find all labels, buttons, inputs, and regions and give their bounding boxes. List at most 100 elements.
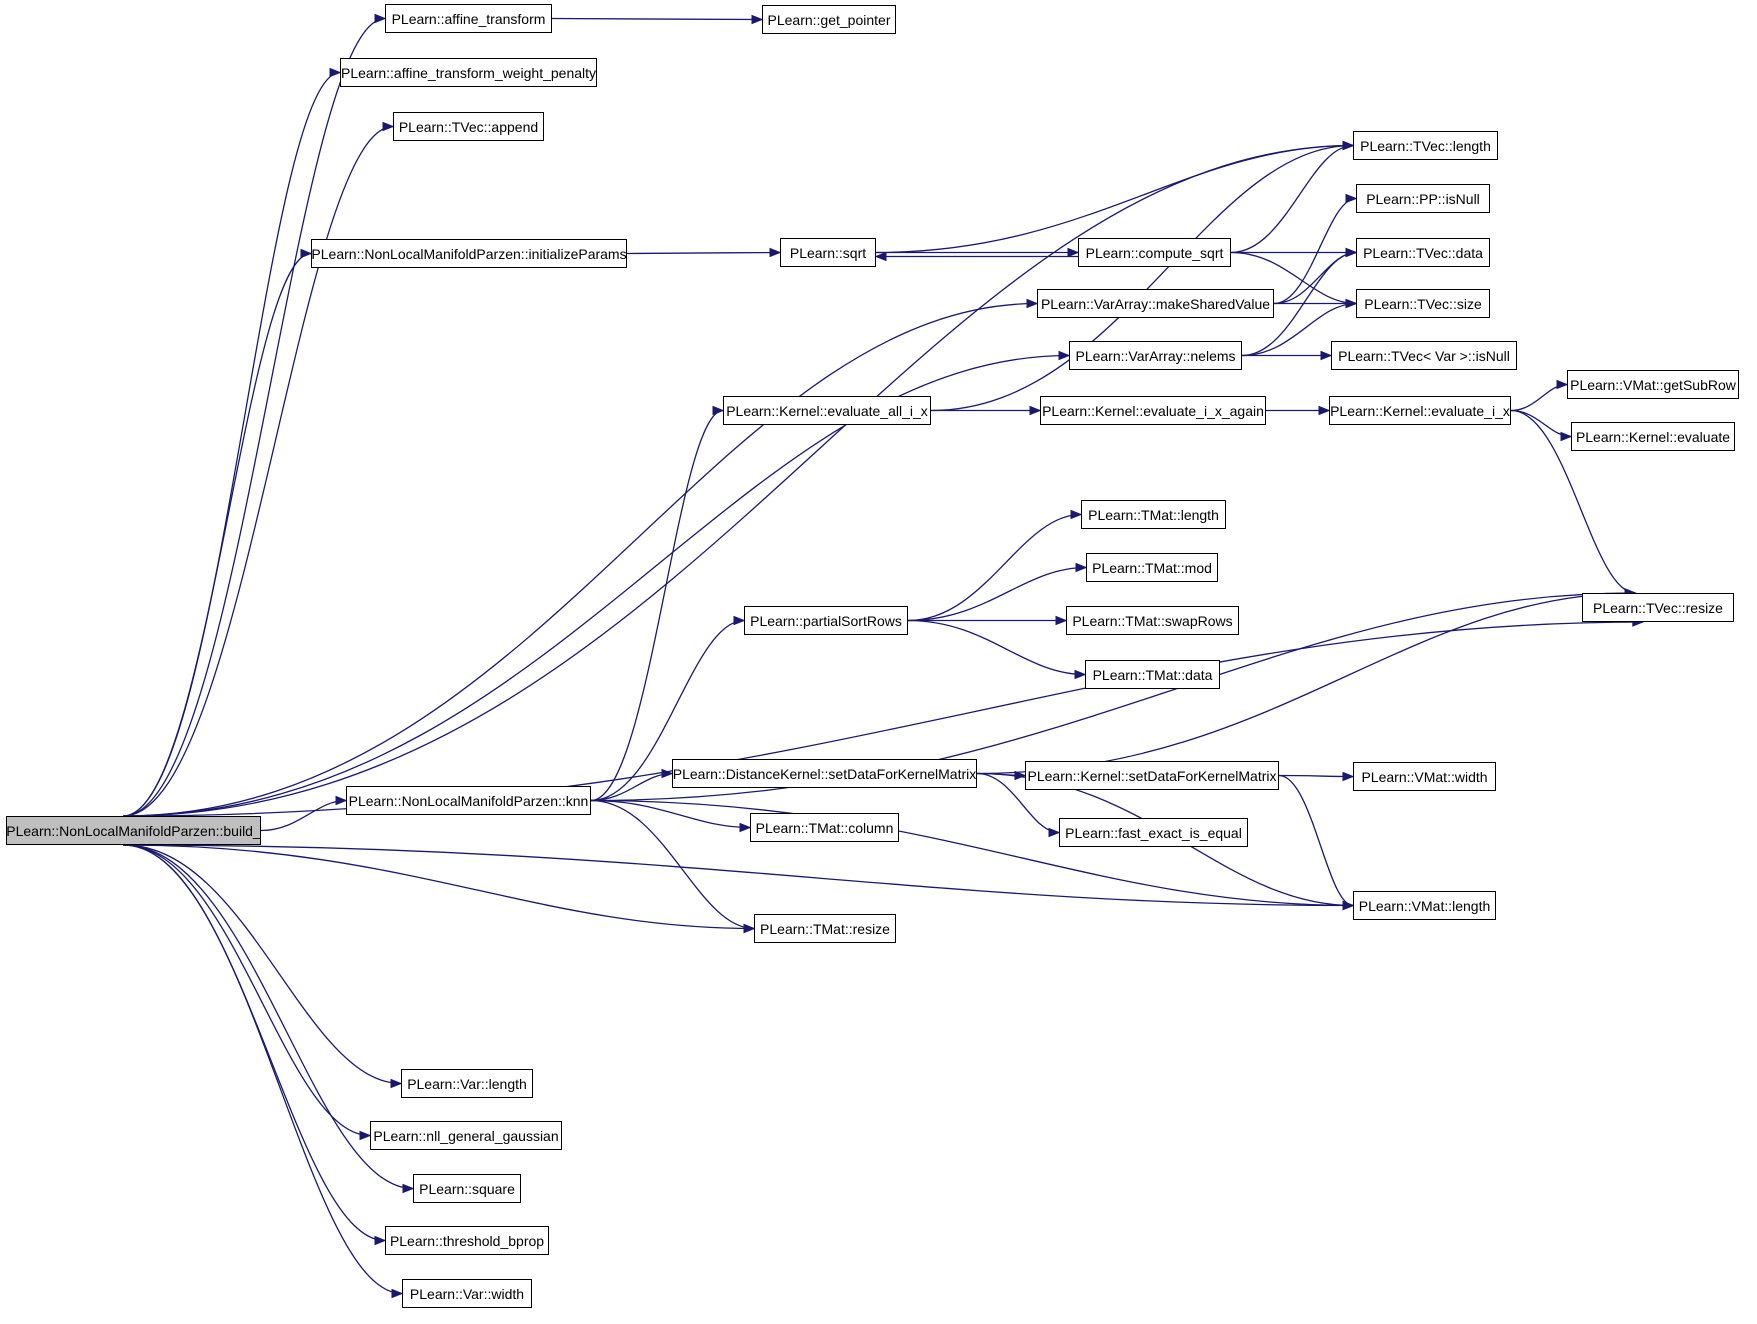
node-square[interactable]: PLearn::square	[413, 1174, 521, 1203]
arrowhead-build-to-knn	[335, 795, 348, 806]
arrowhead-affine-to-getptr	[751, 14, 764, 25]
edge-knn-to-tmat_column	[590, 799, 751, 829]
edge-build-to-affine	[123, 17, 386, 817]
edge-nelems-to-tvec_size	[1241, 302, 1357, 357]
edge-psort-to-tmat_data	[907, 619, 1086, 676]
node-affine-transform[interactable]: PLearn::affine_transform	[385, 4, 552, 33]
node-tmat-data[interactable]: PLearn::TMat::data	[1085, 660, 1220, 689]
arrowhead-eval_again-to-eval_ix	[1318, 405, 1331, 416]
node-build[interactable]: PLearn::NonLocalManifoldParzen::build_	[6, 816, 261, 845]
edge-build-to-tmat_resize	[123, 844, 755, 930]
edge-makeshared-to-tvec_data	[1273, 251, 1357, 305]
node-threshold-bprop[interactable]: PLearn::threshold_bprop	[385, 1226, 549, 1255]
arrowhead-knn-to-tmat_column	[739, 822, 752, 833]
arrowhead-build-to-nelems	[1058, 350, 1071, 361]
node-sqrt[interactable]: PLearn::sqrt	[780, 238, 876, 267]
arrowhead-build-to-affine_wp	[329, 67, 342, 78]
arrowhead-knn-to-psort	[733, 615, 746, 626]
edge-build-to-affine_wp	[123, 71, 341, 817]
node-pp-isnull[interactable]: PLearn::PP::isNull	[1356, 184, 1490, 213]
edge-knn-to-tmat_resize	[590, 799, 755, 930]
node-get-pointer[interactable]: PLearn::get_pointer	[762, 5, 896, 34]
edge-psort-to-tmat_mod	[907, 566, 1087, 622]
edge-build-to-var_width	[123, 844, 403, 1295]
node-affine-transform-weight-penalty[interactable]: PLearn::affine_transform_weight_penalty	[340, 58, 597, 87]
node-compute-sqrt[interactable]: PLearn::compute_sqrt	[1078, 238, 1231, 267]
node-evaluate-all-i-x[interactable]: PLearn::Kernel::evaluate_all_i_x	[723, 396, 931, 425]
arrowhead-eval_all-to-tvec_length	[1342, 140, 1355, 151]
edge-csqrt-to-tvec_length	[1230, 144, 1354, 254]
arrowhead-build-to-makeshared	[1026, 298, 1039, 309]
node-nelems[interactable]: PLearn::VarArray::nelems	[1069, 341, 1242, 370]
node-partial-sort-rows[interactable]: PLearn::partialSortRows	[744, 606, 908, 635]
node-var-length[interactable]: PLearn::Var::length	[401, 1069, 533, 1098]
edge-nelems-to-tvec_data	[1241, 251, 1357, 357]
edge-eval_ix-to-getsubrow	[1510, 383, 1568, 412]
node-vmat-length[interactable]: PLearn::VMat::length	[1353, 891, 1496, 920]
node-nll-general-gaussian[interactable]: PLearn::nll_general_gaussian	[370, 1121, 562, 1150]
arrowhead-build-to-square	[402, 1183, 415, 1194]
edge-knn-to-eval_all	[590, 409, 724, 802]
edge-build-to-nelems	[123, 354, 1070, 817]
edge-k_setdata-to-vmat_width	[1278, 774, 1354, 778]
node-tmat-swap-rows[interactable]: PLearn::TMat::swapRows	[1066, 606, 1239, 635]
arrowhead-eval_all-to-eval_again	[1029, 405, 1042, 416]
edge-k_setdata-to-vmat_length	[1278, 774, 1354, 907]
edge-csqrt-to-tvec_size	[1230, 251, 1357, 305]
arrowhead-knn-to-eval_all	[712, 405, 725, 416]
node-kernel-evaluate[interactable]: PLearn::Kernel::evaluate	[1571, 422, 1735, 451]
node-initialize-params[interactable]: PLearn::NonLocalManifoldParzen::initiali…	[311, 239, 627, 268]
node-tvec-length[interactable]: PLearn::TVec::length	[1353, 131, 1498, 160]
edge-build-to-init	[123, 252, 312, 817]
edge-build-to-vmat_length	[123, 844, 1354, 907]
arrowhead-eval_ix-to-getsubrow	[1556, 379, 1569, 390]
arrowhead-psort-to-tmat_length	[1070, 509, 1083, 520]
node-tmat-length[interactable]: PLearn::TMat::length	[1081, 500, 1226, 529]
node-tmat-resize[interactable]: PLearn::TMat::resize	[754, 914, 896, 943]
arrowhead-psort-to-tmat_mod	[1075, 562, 1088, 573]
arrowhead-build-to-var_length	[390, 1078, 403, 1089]
node-var-width[interactable]: PLearn::Var::width	[402, 1279, 532, 1308]
arrowhead-build-to-vmat_length	[1342, 900, 1355, 911]
node-tmat-mod[interactable]: PLearn::TMat::mod	[1086, 553, 1218, 582]
arrowhead-psort-to-tmat_data	[1074, 669, 1087, 680]
edge-eval_ix-to-tvec_resize	[1510, 409, 1636, 594]
node-evaluate-i-x[interactable]: PLearn::Kernel::evaluate_i_x	[1329, 396, 1511, 425]
arrowhead-dk_setdata-to-fast_eq	[1048, 827, 1061, 838]
arrowhead-build-to-var_width	[391, 1288, 404, 1299]
node-evaluate-i-x-again[interactable]: PLearn::Kernel::evaluate_i_x_again	[1040, 396, 1266, 425]
node-kernel-set-data[interactable]: PLearn::Kernel::setDataForKernelMatrix	[1025, 761, 1279, 790]
node-tvec-resize[interactable]: PLearn::TVec::resize	[1582, 593, 1734, 622]
edge-build-to-tvec_length	[123, 144, 1354, 817]
arrowhead-nelems-to-tvec_data	[1345, 247, 1358, 258]
arrowhead-init-to-sqrt	[769, 247, 782, 258]
edge-build-to-var_length	[123, 844, 402, 1085]
node-tvec-append[interactable]: PLearn::TVec::append	[393, 112, 544, 141]
node-tvec-data[interactable]: PLearn::TVec::data	[1356, 238, 1490, 267]
edge-build-to-threshold	[123, 844, 386, 1242]
edge-psort-to-tmat_length	[907, 513, 1082, 622]
arrowhead-makeshared-to-pp_isnull	[1345, 193, 1358, 204]
node-knn[interactable]: PLearn::NonLocalManifoldParzen::knn	[346, 786, 591, 815]
arrowhead-nelems-to-tvecvar_isnull	[1320, 350, 1333, 361]
node-make-shared-value[interactable]: PLearn::VarArray::makeSharedValue	[1037, 289, 1274, 318]
edge-knn-to-tvec_resize	[590, 592, 1636, 802]
node-fast-exact-is-equal[interactable]: PLearn::fast_exact_is_equal	[1059, 818, 1248, 847]
node-tvec-var-isnull[interactable]: PLearn::TVec< Var >::isNull	[1331, 341, 1517, 370]
edge-knn-to-psort	[590, 619, 745, 802]
arrowhead-build-to-append	[382, 121, 395, 132]
node-get-sub-row[interactable]: PLearn::VMat::getSubRow	[1567, 370, 1739, 399]
edge-eval_all-to-tvec_length	[930, 144, 1354, 412]
node-vmat-width[interactable]: PLearn::VMat::width	[1353, 762, 1496, 791]
node-distance-kernel-set-data[interactable]: PLearn::DistanceKernel::setDataForKernel…	[672, 759, 977, 788]
edge-build-to-knn	[260, 799, 347, 832]
edge-knn-to-vmat_length	[590, 799, 1354, 907]
node-tmat-column[interactable]: PLearn::TMat::column	[750, 813, 899, 842]
node-tvec-size[interactable]: PLearn::TVec::size	[1356, 289, 1490, 318]
arrowhead-k_setdata-to-vmat_width	[1342, 771, 1355, 782]
arrowhead-sqrt-to-csqrt	[1067, 247, 1080, 258]
arrowhead-build-to-threshold	[374, 1235, 387, 1246]
arrowhead-csqrt-to-sqrt	[874, 251, 887, 262]
